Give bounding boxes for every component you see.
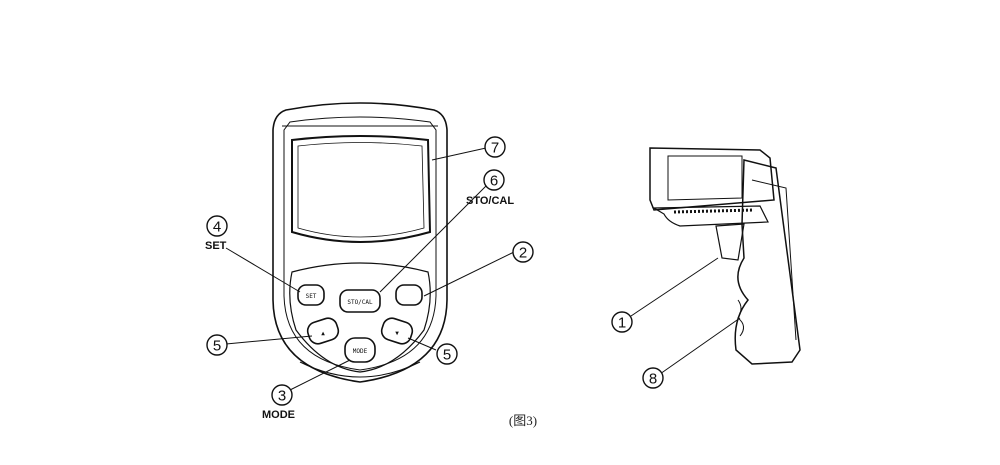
gun-side-window (667, 155, 743, 201)
bottom-curve (299, 361, 421, 378)
up-key[interactable] (305, 316, 340, 346)
callout-1-number: 1 (618, 315, 626, 332)
laser-key[interactable] (395, 284, 423, 306)
up-arrow-icon: ▲ (321, 330, 325, 337)
callout-3 (271, 384, 293, 406)
set-key-label: SET (306, 293, 317, 300)
callout-5a (206, 334, 228, 356)
callout-5a-number: 5 (213, 338, 221, 355)
gun-handle (734, 159, 801, 365)
lcd-screen-inner (297, 142, 425, 238)
callout-4-number: 4 (213, 219, 221, 236)
sto-cal-label: STO/CAL (466, 195, 514, 207)
mode-key-label: MODE (353, 348, 368, 355)
meter-body-inner-edge (283, 116, 437, 371)
callout-8 (642, 367, 664, 389)
gun-barrel (649, 147, 775, 211)
gun-grip-texture (673, 208, 755, 214)
lcd-screen (291, 135, 432, 243)
callout-5b-number: 5 (443, 347, 451, 364)
callout-7 (484, 136, 506, 158)
down-arrow-icon: ▼ (395, 330, 399, 337)
set-label: SET (205, 240, 227, 252)
gun-handle-edge (751, 179, 797, 341)
callout-7-number: 7 (491, 140, 499, 157)
front-view (272, 102, 448, 383)
gun-trigger (715, 223, 745, 261)
callout-6 (483, 169, 505, 191)
front-callout-circles (206, 136, 534, 406)
gun-lower-body (651, 205, 769, 227)
callout-8-number: 8 (649, 371, 657, 388)
callout-4 (206, 215, 228, 237)
side-view (649, 147, 801, 365)
side-callout-circles (611, 311, 664, 389)
keypad-panel (289, 262, 431, 373)
side-leader-lines (627, 257, 741, 375)
callout-3-number: 3 (278, 388, 286, 405)
callout-1 (611, 311, 633, 333)
down-key[interactable] (379, 316, 414, 346)
figure-caption: (图3) (509, 413, 537, 428)
callout-2-number: 2 (519, 245, 527, 262)
set-key[interactable] (297, 284, 325, 306)
gun-finger-grooves (737, 299, 744, 337)
callout-5b (436, 343, 458, 365)
mode-label: MODE (262, 409, 295, 421)
front-leader-lines (225, 147, 515, 391)
sto-cal-key-label: STO/CAL (347, 299, 373, 306)
callout-6-number: 6 (490, 173, 498, 190)
callout-2 (512, 241, 534, 263)
mode-key[interactable] (344, 337, 376, 363)
sto-cal-key[interactable] (339, 289, 381, 313)
meter-body-outline (272, 102, 448, 383)
